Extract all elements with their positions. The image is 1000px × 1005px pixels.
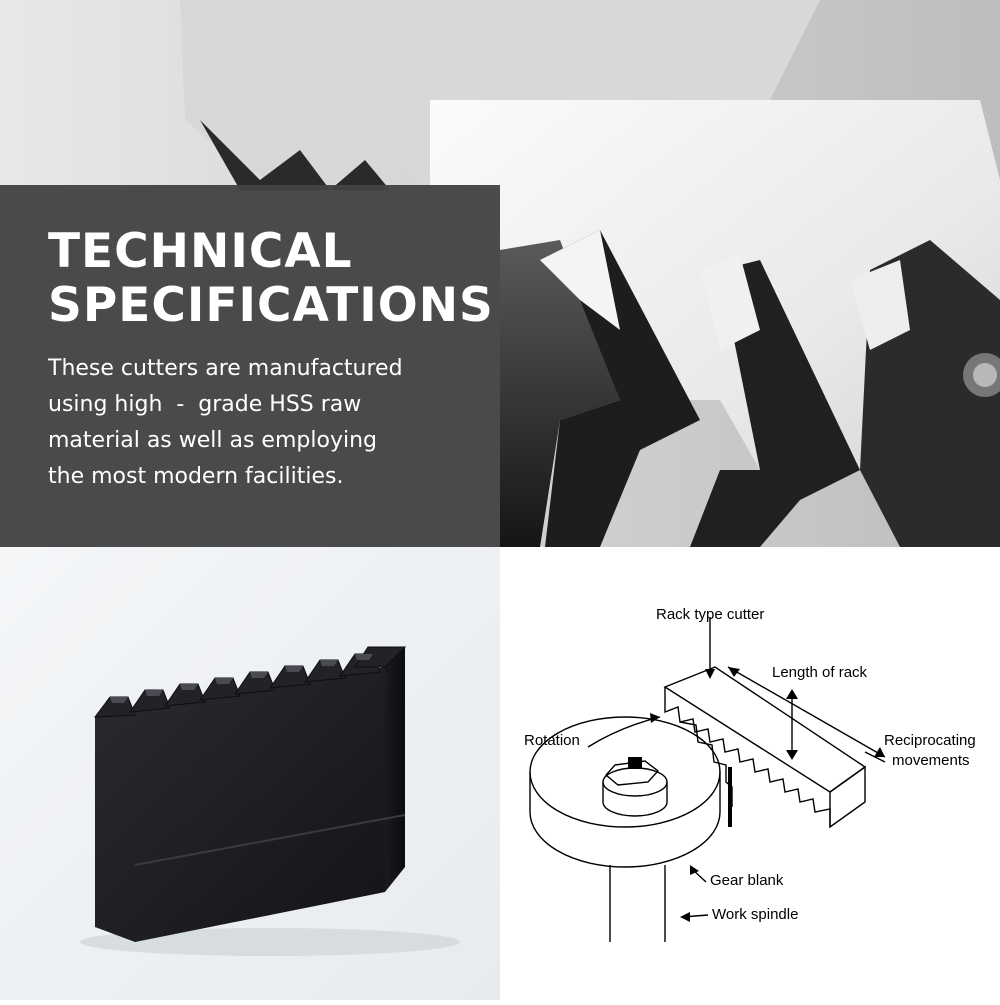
spec-title: TECHNICAL SPECIFICATIONS [48, 225, 500, 333]
label-movements: movements [892, 752, 970, 769]
spec-description-line-3: material as well as employing [48, 428, 377, 453]
spec-description-line-2: using high - grade HSS raw [48, 392, 362, 417]
rack-cutter-closeup-image [0, 0, 1000, 547]
spec-title-line-2: SPECIFICATIONS [48, 278, 494, 333]
label-reciprocating: Reciprocating [884, 732, 976, 749]
spec-description-line-1: These cutters are manufactured [48, 356, 403, 381]
gear-cutting-diagram: Rack type cutter Length of rack Rotation… [500, 547, 1000, 1000]
spec-title-line-1: TECHNICAL [48, 224, 353, 279]
spec-description: These cutters are manufactured using hig… [48, 351, 428, 495]
hero-photo [0, 0, 1000, 547]
product-photo-tile [0, 547, 500, 1000]
label-rotation: Rotation [524, 732, 580, 749]
label-work-spindle: Work spindle [712, 906, 798, 923]
label-gear-blank: Gear blank [710, 872, 784, 889]
diagram-svg: Rack type cutter Length of rack Rotation… [524, 606, 976, 942]
gear-blank-side [529, 772, 721, 868]
rack-cutter-block-image [80, 646, 460, 956]
label-length-of-rack: Length of rack [772, 664, 868, 681]
spec-panel: TECHNICAL SPECIFICATIONS These cutters a… [0, 185, 500, 547]
spec-description-line-4: the most modern facilities. [48, 464, 344, 489]
label-rack-type-cutter: Rack type cutter [656, 606, 764, 623]
